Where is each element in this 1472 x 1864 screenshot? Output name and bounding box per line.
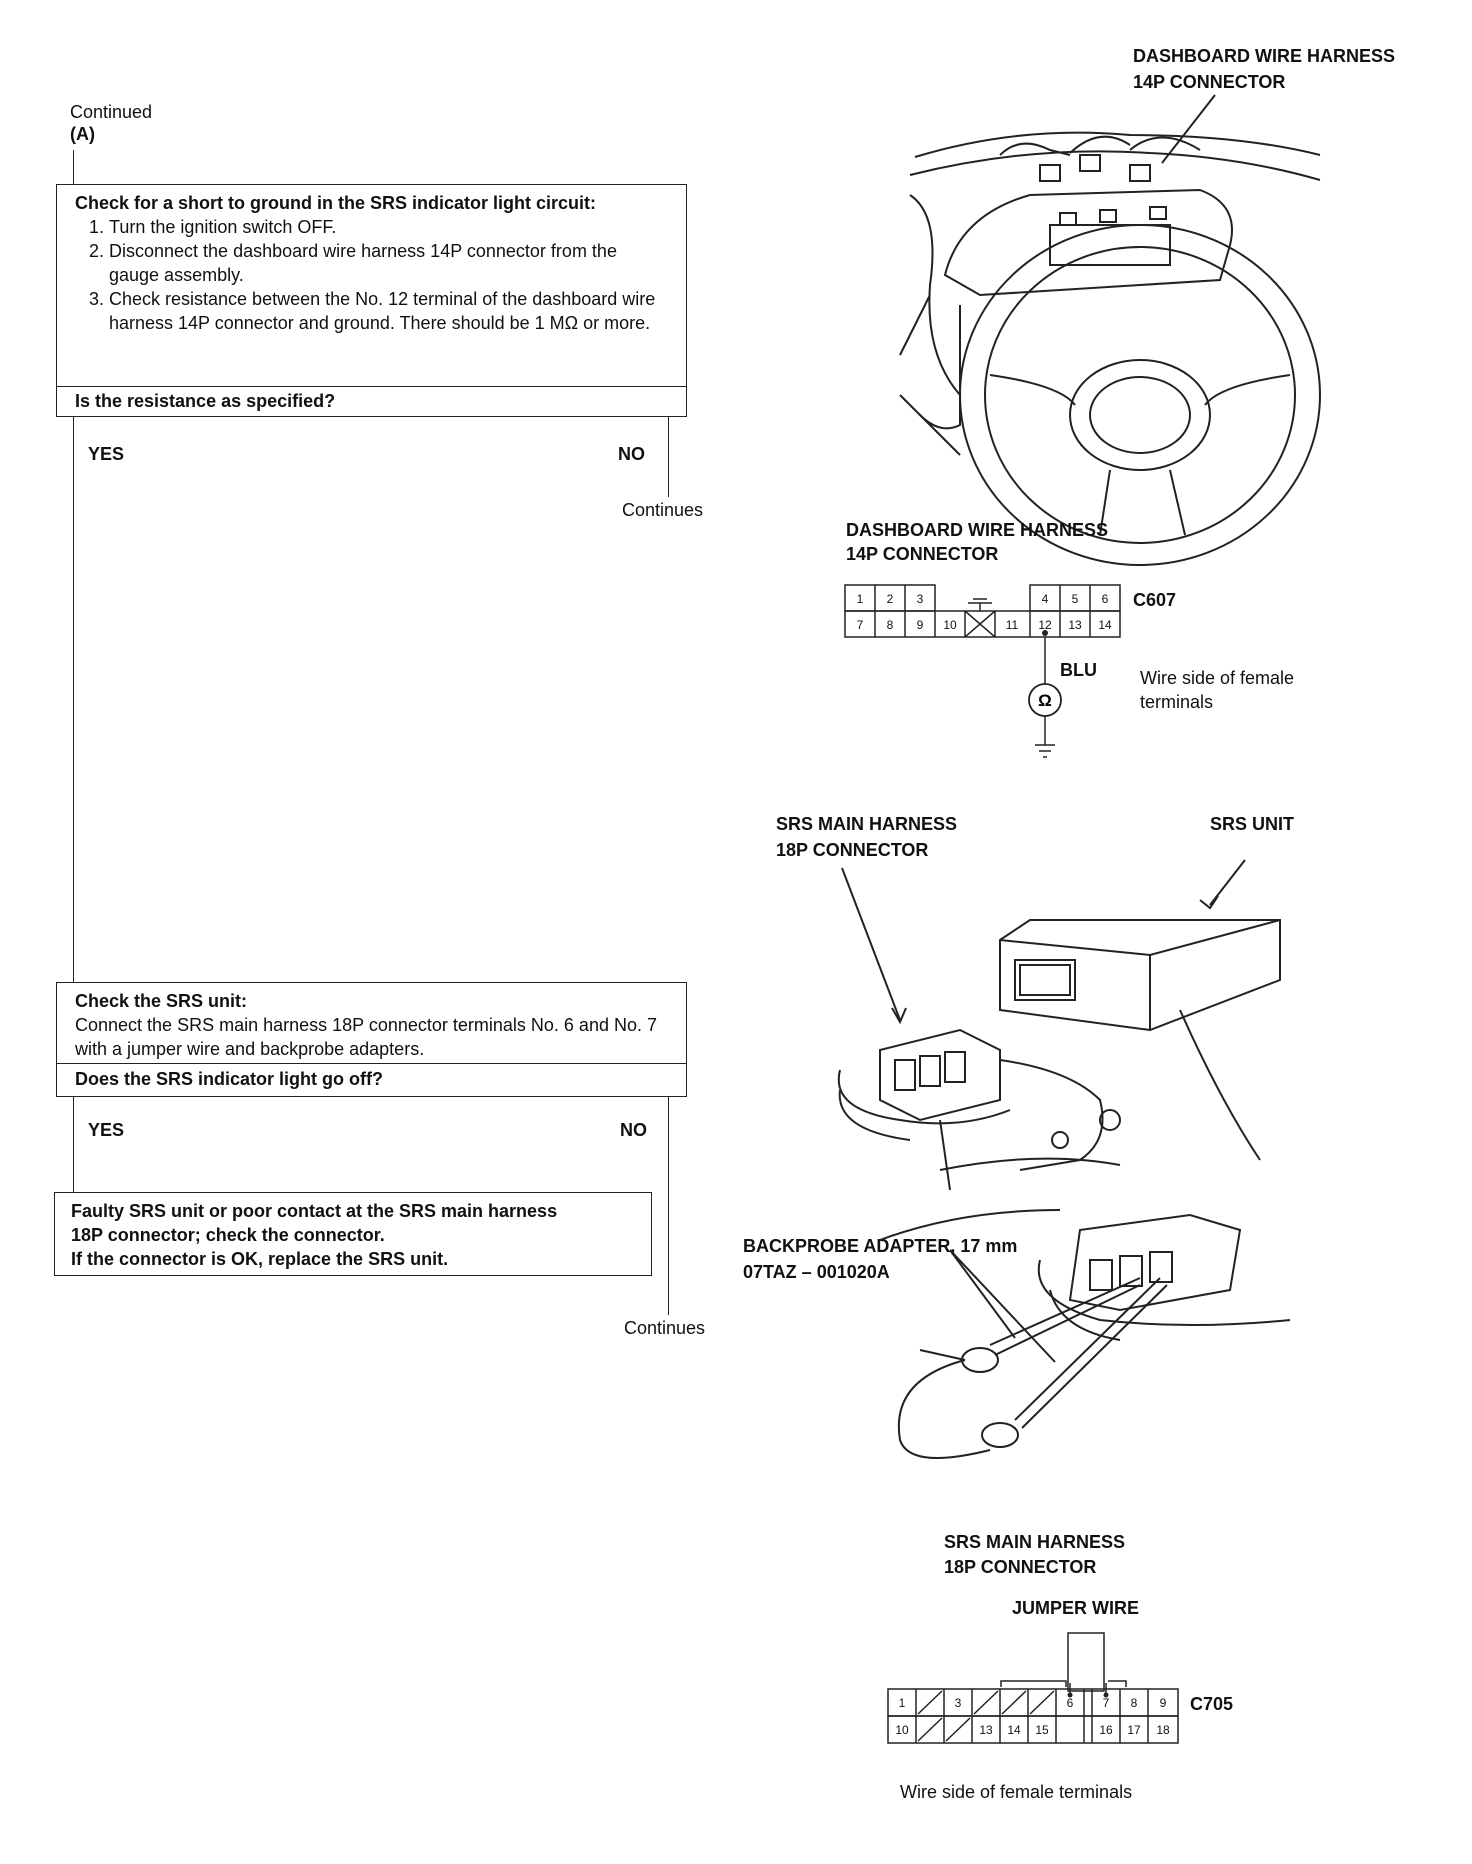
fig3-harness-label-2: 18P CONNECTOR (776, 840, 929, 860)
fig4-label-1: SRS MAIN HARNESS (944, 1532, 1126, 1552)
pin18-10: 10 (895, 1723, 909, 1737)
step-2: Disconnect the dashboard wire harness 14… (109, 239, 670, 287)
ohm-symbol: Ω (1038, 691, 1052, 710)
yes-branch-line-1 (73, 417, 74, 985)
check-box-short-to-ground: Check for a short to ground in the SRS i… (56, 184, 687, 387)
steering-wheel-illustration (899, 94, 1321, 566)
continues-label-1: Continues (622, 500, 704, 520)
jumper-wire-label: JUMPER WIRE (1012, 1598, 1140, 1618)
srs-unit-illustration (837, 859, 1291, 1459)
pin-12: 12 (1038, 618, 1052, 632)
jumper-wire-loop (897, 1359, 991, 1459)
pin-9: 9 (917, 618, 924, 632)
harness-leader-line (841, 867, 901, 1021)
flow-connector (73, 150, 74, 185)
pin-1: 1 (857, 592, 864, 606)
yes-label-1: YES (88, 444, 125, 464)
adapter-arrow-2 (949, 1249, 1056, 1363)
flow-marker: (A) (70, 124, 95, 144)
pin18-15: 15 (1035, 1723, 1049, 1737)
fig2-note-2: terminals (1140, 692, 1214, 712)
pin18-16: 16 (1099, 1723, 1113, 1737)
fig2-label-2: 14P CONNECTOR (846, 544, 999, 564)
check-box-srs-unit: Check the SRS unit: Connect the SRS main… (56, 982, 687, 1064)
fig2-label-1: DASHBOARD WIRE HARNESS (846, 520, 1109, 540)
ohmmeter-icon (1028, 683, 1062, 717)
question-box-1: Is the resistance as specified? (56, 386, 687, 417)
question-1: Is the resistance as specified? (75, 391, 336, 411)
question-box-2: Does the SRS indicator light go off? (56, 1063, 687, 1097)
jumper-wire-loop-diagram (1067, 1632, 1105, 1692)
step-3: Check resistance between the No. 12 term… (109, 287, 670, 335)
step-1: Turn the ignition switch OFF. (109, 215, 670, 239)
check-srs-body: Connect the SRS main harness 18P connect… (75, 1015, 657, 1059)
wire-color-blu: BLU (1060, 660, 1097, 680)
no-label-1: NO (618, 444, 645, 464)
pin-13: 13 (1068, 618, 1082, 632)
check-steps: Turn the ignition switch OFF. Disconnect… (75, 215, 670, 335)
result-line-2: 18P connector; check the connector. (71, 1225, 385, 1245)
yes-label-2: YES (88, 1120, 125, 1140)
connector-id-c705: C705 (1190, 1694, 1234, 1714)
pin-2: 2 (887, 592, 894, 606)
pin18-6: 6 (1067, 1696, 1074, 1710)
pin18-13: 13 (979, 1723, 993, 1737)
no-branch-line-1 (668, 417, 669, 497)
fig3-unit-label: SRS UNIT (1210, 814, 1295, 834)
fig4-note: Wire side of female terminals (900, 1782, 1133, 1802)
pin18-3: 3 (955, 1696, 962, 1710)
pin-10: 10 (943, 618, 957, 632)
connector-id-c607: C607 (1133, 590, 1177, 610)
pin-5: 5 (1072, 592, 1079, 606)
connector-18p-diagram: 1 3 6 7 8 9 10 13 14 15 16 17 18 (887, 1632, 1179, 1744)
pin-11: 11 (1006, 618, 1019, 632)
question-2: Does the SRS indicator light go off? (75, 1069, 383, 1089)
fig4-label-2: 18P CONNECTOR (944, 1557, 1097, 1577)
terminal-12-probe-point (1042, 630, 1048, 636)
result-line-3: If the connector is OK, replace the SRS … (71, 1249, 449, 1269)
no-label-2: NO (620, 1120, 647, 1140)
pin-7: 7 (857, 618, 864, 632)
yes-branch-line-2 (73, 1097, 74, 1192)
fig1-label-2: 14P CONNECTOR (1133, 72, 1286, 92)
pin18-17: 17 (1127, 1723, 1141, 1737)
pin18-1: 1 (899, 1696, 906, 1710)
pin18-14: 14 (1007, 1723, 1021, 1737)
check-srs-title: Check the SRS unit: (75, 991, 248, 1011)
pin18-7: 7 (1103, 1696, 1110, 1710)
adapter-arrow-1 (949, 1249, 1016, 1339)
result-box: Faulty SRS unit or poor contact at the S… (54, 1192, 652, 1276)
unit-leader-line (1209, 859, 1246, 906)
continues-label-2: Continues (624, 1318, 706, 1338)
fig2-note-1: Wire side of female (1140, 668, 1295, 688)
pin-14: 14 (1098, 618, 1112, 632)
fig3-adapter-label-2: 07TAZ – 001020A (743, 1262, 890, 1282)
pin18-18: 18 (1156, 1723, 1170, 1737)
result-line-1: Faulty SRS unit or poor contact at the S… (71, 1201, 558, 1221)
check-title: Check for a short to ground in the SRS i… (75, 193, 597, 213)
pin18-9: 9 (1160, 1696, 1167, 1710)
pin-6: 6 (1102, 592, 1109, 606)
pin-3: 3 (917, 592, 924, 606)
fig1-leader-line (1161, 94, 1216, 164)
pin-4: 4 (1042, 592, 1049, 606)
connector-14p-diagram: Ω 1 2 3 4 5 6 7 8 9 10 11 12 13 14 (844, 584, 1121, 758)
fig3-harness-label-1: SRS MAIN HARNESS (776, 814, 958, 834)
continued-label: Continued (70, 102, 153, 122)
pin-8: 8 (887, 618, 894, 632)
pin18-8: 8 (1131, 1696, 1138, 1710)
no-branch-line-2 (668, 1097, 669, 1315)
fig1-label-1: DASHBOARD WIRE HARNESS (1133, 46, 1396, 66)
fig3-adapter-label-1: BACKPROBE ADAPTER, 17 mm (743, 1236, 1018, 1256)
